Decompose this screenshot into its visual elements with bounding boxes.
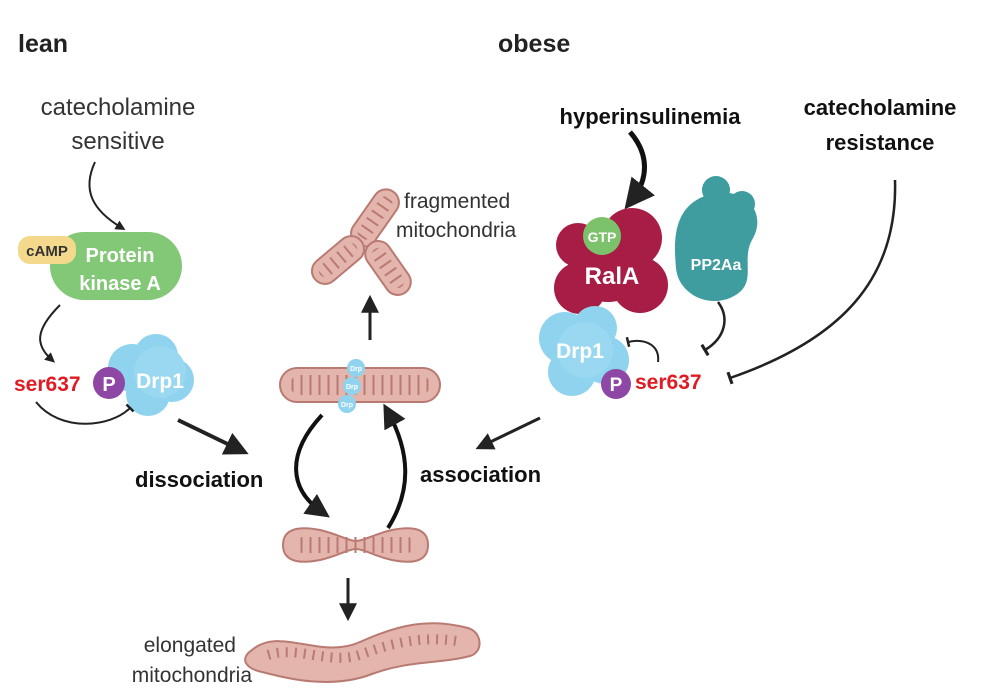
gtp-circle	[583, 217, 621, 255]
drp1-to-association-arrow	[475, 416, 541, 450]
drp1-lean-label: Drp1	[136, 370, 184, 393]
phospho-obese-circle	[601, 369, 631, 399]
elongated-label-line2: mitochondria	[132, 664, 253, 687]
phospho-obese-label: P	[610, 375, 623, 396]
dividing-mitochondrion	[279, 359, 441, 413]
camp-label: cAMP	[26, 243, 68, 260]
catecholamine-resistance-line1: catecholamine	[804, 95, 957, 120]
ser637-lean-label: ser637	[14, 373, 81, 396]
dissociation-label: dissociation	[135, 467, 263, 492]
pp2aa-label: PP2Aa	[691, 257, 742, 274]
pka-label-line2: kinase A	[79, 273, 161, 295]
ser637-inhibition-obese	[625, 336, 660, 363]
fusion-right-arrow	[383, 403, 408, 530]
pka-label-line1: Protein	[86, 245, 155, 267]
resistance-inhibition	[726, 179, 897, 385]
drp-tag-3: Drp	[341, 402, 353, 409]
drp1-obese-blob	[539, 306, 629, 396]
fragmented-label-line2: mitochondria	[396, 219, 517, 242]
sensitive-to-pka-arrow	[88, 161, 126, 231]
elongated-mitochondrion	[244, 622, 481, 683]
drp1-obese-label: Drp1	[556, 340, 604, 363]
hyperinsulinemia-label: hyperinsulinemia	[560, 104, 742, 129]
drp-tag-2: Drp	[346, 384, 358, 391]
association-label: association	[420, 462, 541, 487]
catecholamine-sensitive-line1: catecholamine	[41, 94, 196, 121]
pp2aa-inhibition	[700, 301, 726, 357]
phospho-lean-label: P	[102, 374, 115, 396]
catecholamine-sensitive-line2: sensitive	[71, 128, 164, 155]
fragmented-mito-2	[310, 235, 366, 285]
pinched-mitochondrion	[281, 527, 430, 563]
pka-to-ser637-arrow	[39, 304, 61, 363]
protein-kinase-a-shape	[50, 232, 182, 300]
drp-tag-1: Drp	[350, 366, 362, 373]
fission-left-arrow	[294, 413, 330, 518]
fragmented-mito-3	[364, 240, 412, 296]
hyperinsulinemia-arrow	[624, 130, 655, 210]
elongated-label-line1: elongated	[144, 634, 236, 657]
camp-shape	[18, 236, 76, 264]
fragmented-label-line1: fragmented	[404, 190, 510, 213]
lean-header: lean	[18, 30, 68, 58]
rala-blob	[554, 208, 668, 314]
obese-header: obese	[498, 30, 570, 58]
pp2aa-blob	[674, 176, 758, 302]
gtp-label: GTP	[588, 229, 617, 245]
phospho-lean-circle	[93, 367, 125, 399]
ser637-obese-label: ser637	[635, 371, 702, 394]
ser637-inhibition-lean	[35, 401, 135, 425]
rala-label: RalA	[585, 263, 640, 290]
drp1-to-dissociation-arrow	[177, 418, 249, 455]
catecholamine-resistance-line2: resistance	[826, 130, 935, 155]
